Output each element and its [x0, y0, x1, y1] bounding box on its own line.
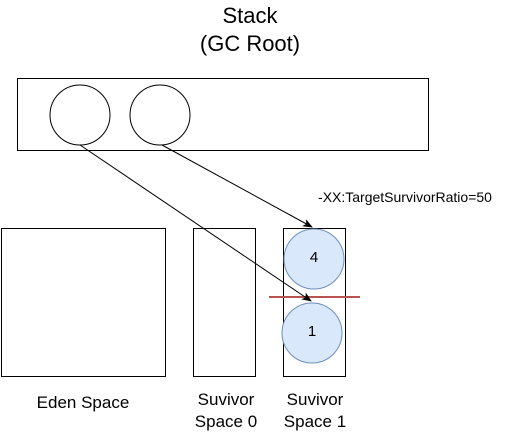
object-1-label: 1	[307, 323, 317, 340]
survivor-space-1-label-line1: Suvivor	[286, 390, 344, 409]
eden-space-box	[1, 228, 166, 377]
object-1-circle	[281, 302, 343, 364]
eden-space-label: Eden Space	[36, 393, 130, 412]
stack-reference-circle-1	[49, 84, 111, 146]
survivor-space-0-label-line1: Suvivor	[197, 390, 255, 409]
stack-title: Stack	[222, 3, 278, 28]
survivor-space-1-label-line2: Space 1	[283, 412, 347, 431]
stack-reference-circle-2	[129, 84, 191, 146]
object-4-label: 4	[309, 249, 319, 266]
object-4-circle	[283, 228, 345, 290]
target-survivor-ratio-label: -XX:TargetSurvivorRatio=50	[318, 189, 492, 205]
reference-arrow-to-object-1	[79, 144, 312, 302]
survivor-space-0-label-line2: Space 0	[194, 412, 258, 431]
reference-arrow-to-object-4	[161, 144, 313, 228]
stack-subtitle: (GC Root)	[199, 31, 301, 56]
survivor-space-0-box	[193, 228, 256, 377]
